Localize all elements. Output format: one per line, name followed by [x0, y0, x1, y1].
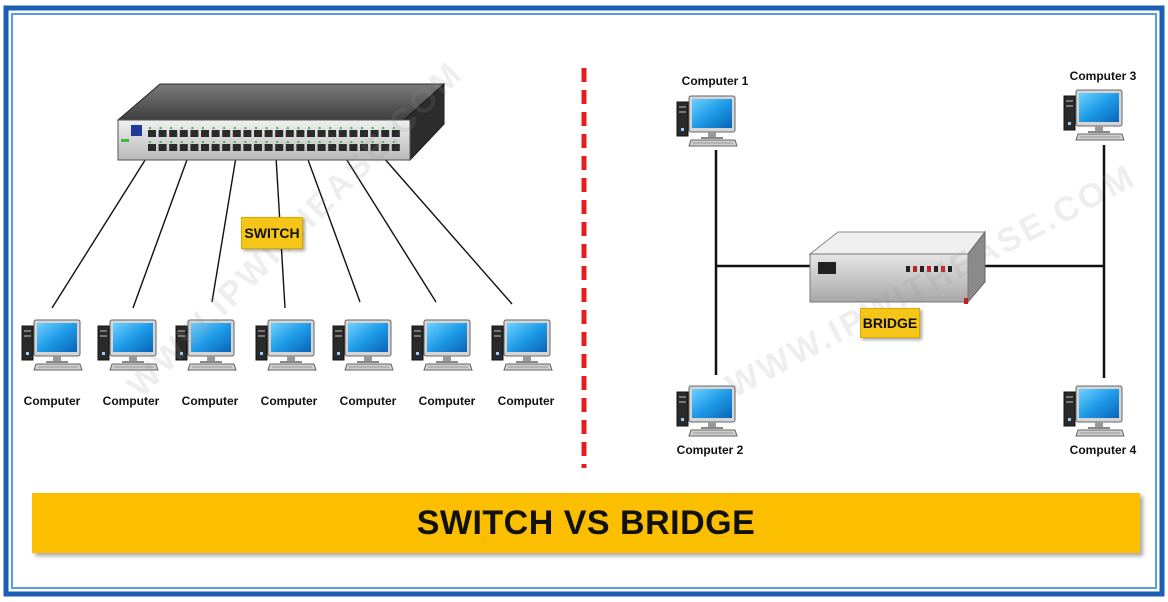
computer-icon: [491, 319, 553, 371]
switch-cable: [382, 156, 513, 305]
computer-2-label: Computer 2: [676, 443, 744, 457]
switch-computer-label: Computer: [181, 394, 239, 408]
computer-icon: [255, 319, 317, 371]
computer-2-icon: [676, 385, 738, 437]
computer-icon: [411, 319, 473, 371]
connection-lines: [51, 68, 1106, 468]
switch-computer-label: Computer: [23, 394, 81, 408]
computer-3-label: Computer 3: [1069, 69, 1137, 83]
computer-4-label: Computer 4: [1069, 443, 1137, 457]
computer-icon: [175, 319, 237, 371]
computer-4-icon: [1063, 385, 1125, 437]
switch-icon: [116, 82, 446, 162]
switch-label: SWITCH: [241, 217, 303, 249]
computer-3-icon: [1063, 89, 1125, 141]
computer-icon: [332, 319, 394, 371]
computer-icon: [21, 319, 83, 371]
switch-computer-label: Computer: [102, 394, 160, 408]
switch-computer-label: Computer: [497, 394, 555, 408]
switch-computer-label: Computer: [418, 394, 476, 408]
computer-icon: [97, 319, 159, 371]
bridge-label: BRIDGE: [860, 308, 920, 338]
bridge-icon: [808, 230, 987, 304]
switch-computer-label: Computer: [260, 394, 318, 408]
switch-computer-label: Computer: [339, 394, 397, 408]
switch-cable: [132, 156, 189, 309]
diagram-title: SWITCH VS BRIDGE: [416, 503, 756, 542]
switch-cable: [51, 156, 148, 309]
switch-cable: [211, 156, 237, 303]
switch-cable: [306, 156, 361, 303]
computer-1-label: Computer 1: [681, 74, 749, 88]
computer-1-icon: [676, 95, 738, 147]
title-banner: SWITCH VS BRIDGE: [32, 493, 1140, 553]
switch-cable: [344, 156, 437, 303]
